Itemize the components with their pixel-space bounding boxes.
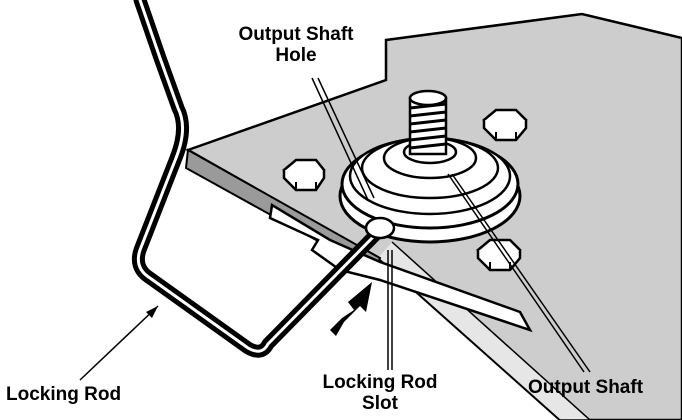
locking-rod <box>131 0 385 358</box>
label-locking-rod: Locking Rod <box>6 384 122 405</box>
hex-nut-top-right <box>482 108 528 142</box>
hex-nut-left <box>282 158 326 192</box>
hex-nut-bottom-right <box>476 238 522 272</box>
label-locking-rod-slot-line2: Slot <box>362 393 398 414</box>
label-output-shaft-hole: Output Shaft Hole <box>212 24 380 66</box>
leader-lines <box>79 77 591 381</box>
leader-arrowhead-rod <box>146 306 158 318</box>
label-locking-rod-slot: Locking Rod Slot <box>300 372 460 414</box>
leader-locking-rod <box>79 305 159 381</box>
label-output-shaft-hole-line1: Output Shaft <box>238 24 354 45</box>
insert-direction-arrow <box>330 282 372 336</box>
label-output-shaft-hole-line2: Hole <box>275 45 317 66</box>
label-output-shaft: Output Shaft <box>528 377 644 398</box>
leader-output-shaft-hole <box>317 77 375 199</box>
output-shaft-bolt <box>408 89 448 156</box>
label-locking-rod-slot-line1: Locking Rod <box>322 372 438 393</box>
leader-output-shaft <box>447 173 585 373</box>
locking-rod-slot <box>364 216 396 240</box>
